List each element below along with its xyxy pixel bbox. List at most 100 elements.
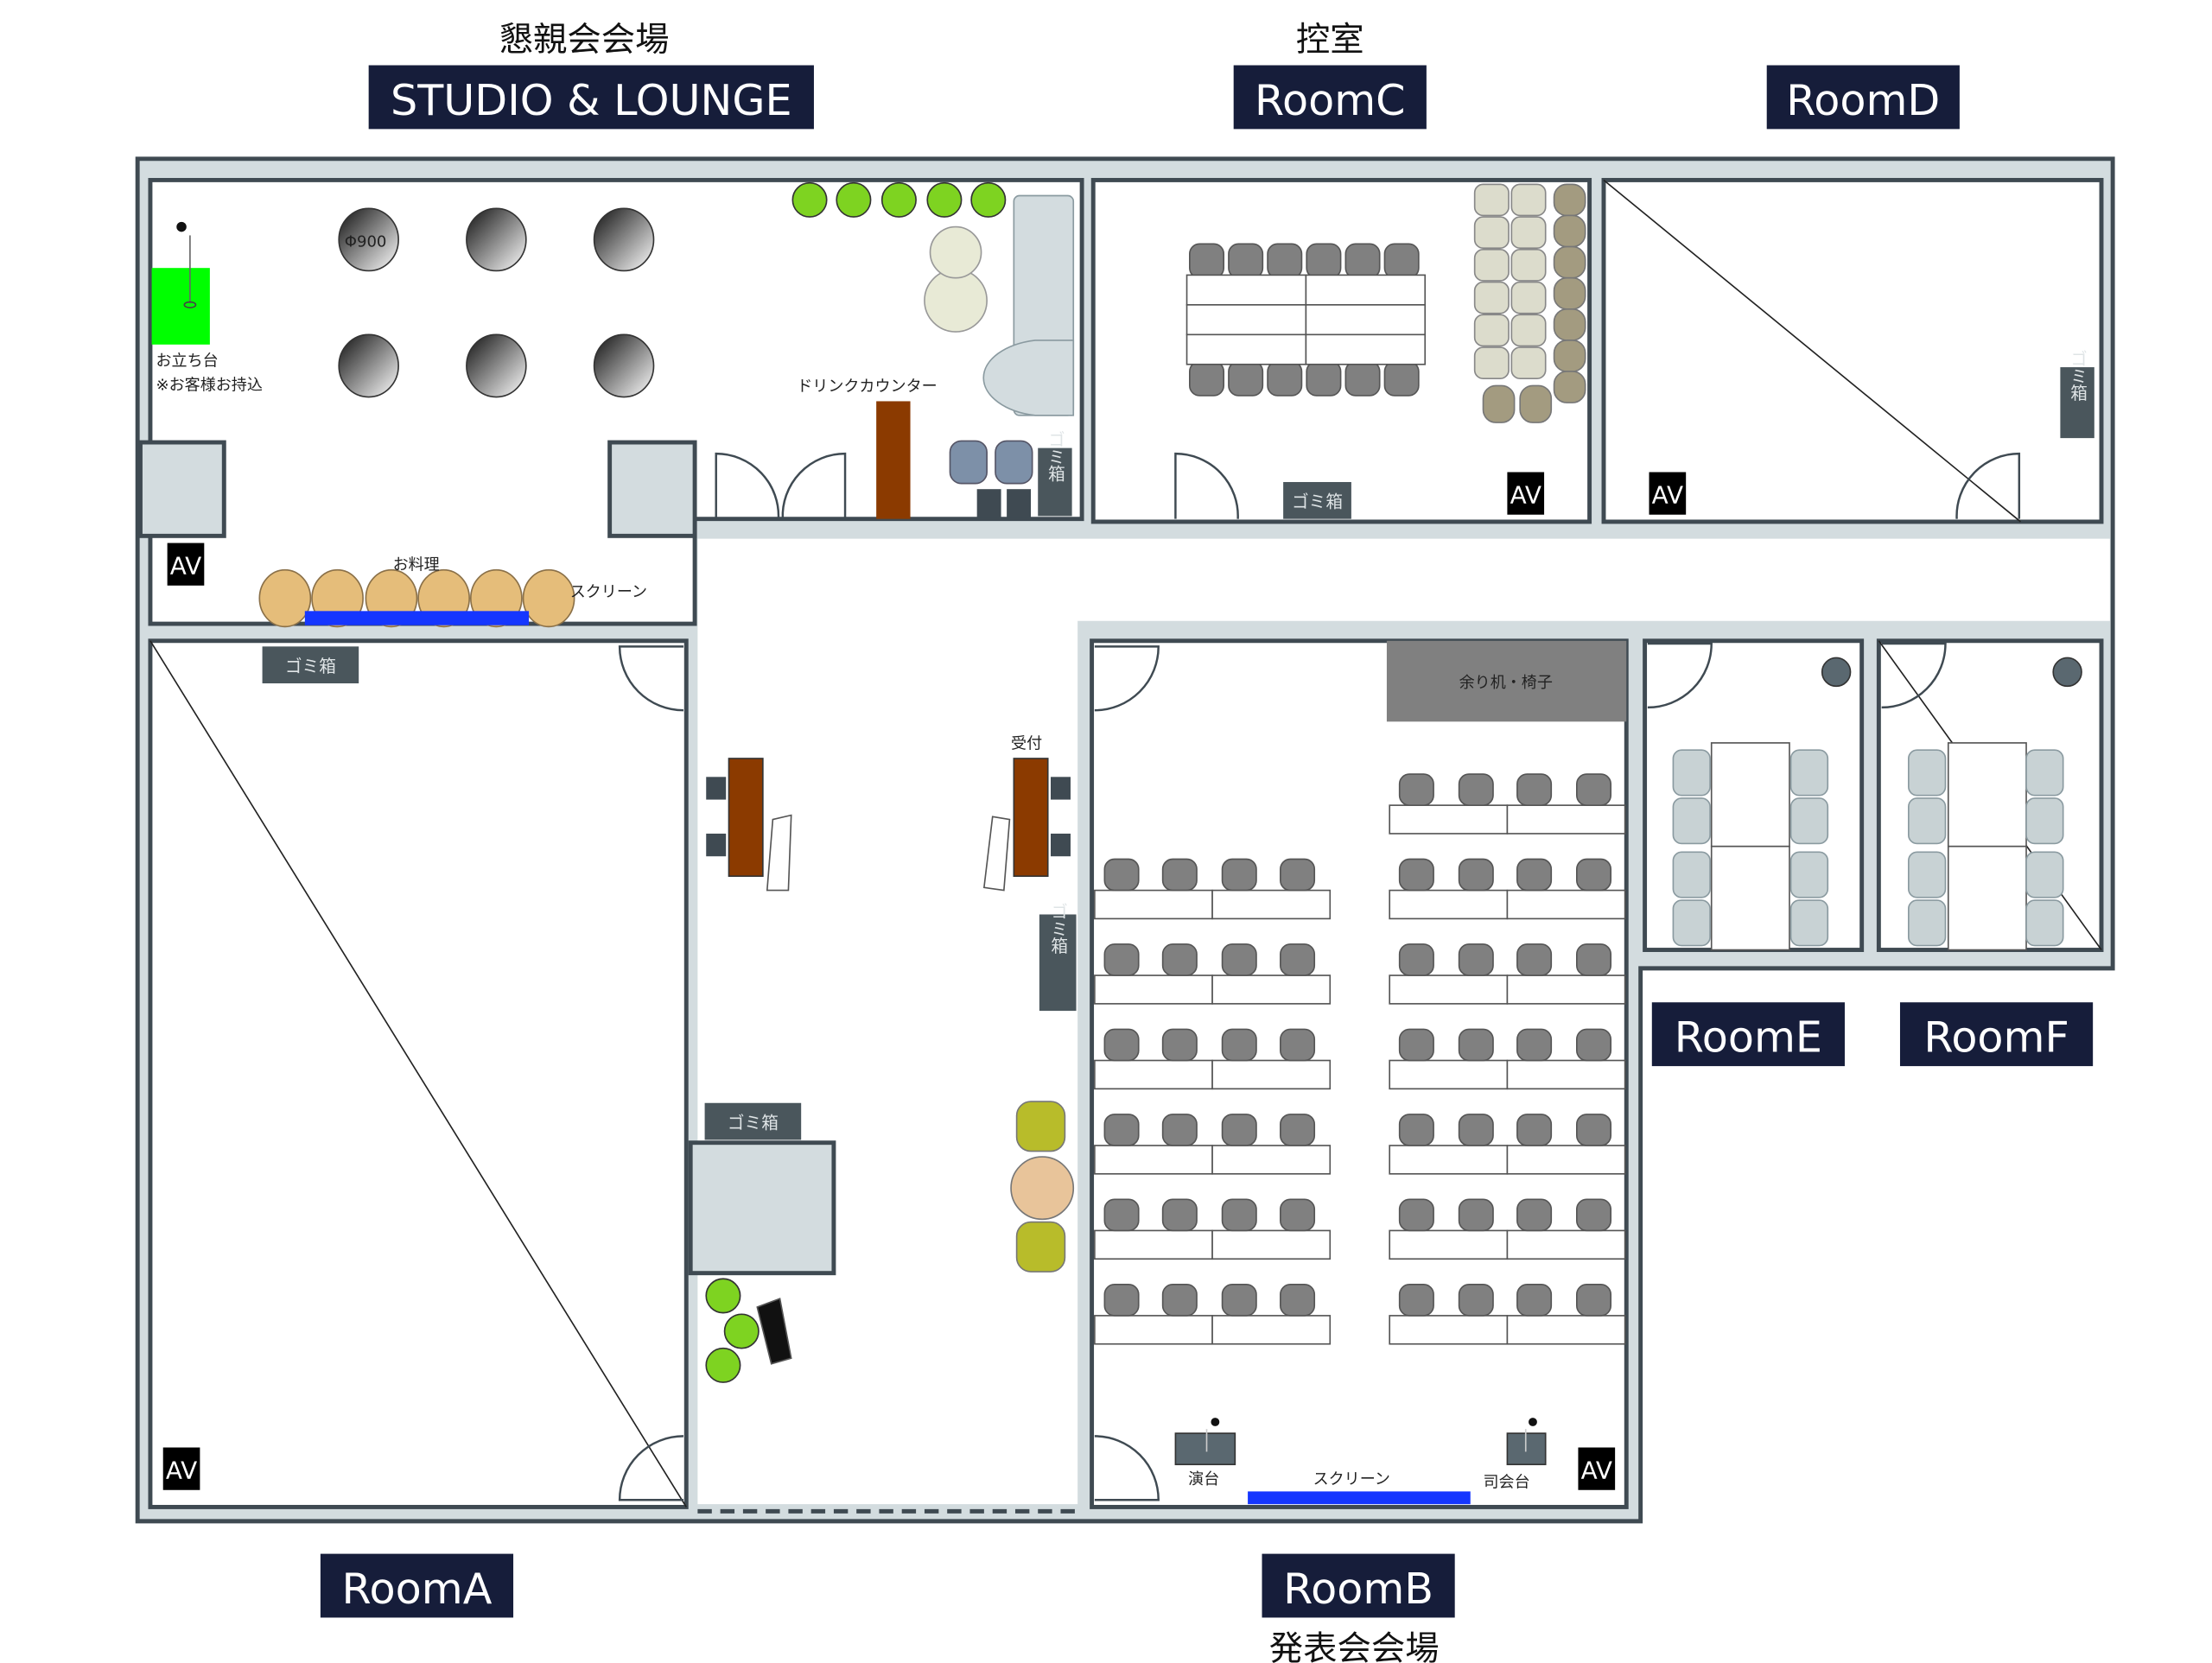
chair xyxy=(1398,858,1434,892)
chair xyxy=(1576,1198,1612,1232)
trash-label: ゴミ箱 xyxy=(2068,350,2088,401)
bin xyxy=(1007,489,1032,518)
doors xyxy=(618,452,2021,1501)
rooma-tag-label: RoomA xyxy=(342,1564,493,1614)
desk xyxy=(1389,804,1509,835)
chair xyxy=(1482,384,1516,423)
ottoman xyxy=(924,269,988,333)
trash-bin: ゴミ箱 xyxy=(1283,481,1351,519)
chair xyxy=(1015,1221,1066,1273)
roomb-tag: RoomB xyxy=(1262,1553,1455,1618)
roomb-jp-title: 発表会会場 xyxy=(1269,1629,1440,1663)
chair xyxy=(1516,1198,1553,1232)
chair xyxy=(1267,360,1303,397)
desk xyxy=(1389,1059,1509,1090)
sign-stand xyxy=(982,816,1011,892)
roomb-tag-label: RoomB xyxy=(1283,1564,1433,1614)
chair xyxy=(1221,1028,1257,1062)
chair xyxy=(1473,281,1510,314)
chair xyxy=(1576,858,1612,892)
chair xyxy=(1103,1198,1140,1232)
desk xyxy=(1211,1145,1332,1175)
chair xyxy=(1221,943,1257,976)
chair xyxy=(1553,183,1586,217)
bin xyxy=(976,489,1001,518)
chair xyxy=(1267,243,1303,279)
food-platter xyxy=(522,568,575,628)
desk xyxy=(1211,1315,1332,1345)
chair xyxy=(1103,943,1140,976)
chair xyxy=(1473,216,1510,250)
roome-tag: RoomE xyxy=(1651,1002,1845,1067)
chair xyxy=(1789,851,1829,898)
chair xyxy=(949,440,988,485)
desk xyxy=(1094,1315,1213,1345)
chair xyxy=(1398,1114,1434,1146)
pillar xyxy=(688,1140,836,1276)
av-box: AV xyxy=(1649,472,1687,515)
chair xyxy=(1458,1114,1494,1146)
desk xyxy=(1305,304,1427,336)
chair xyxy=(2025,797,2064,845)
mc-stand xyxy=(1506,1418,1547,1466)
roomc-jp-title: 控室 xyxy=(1296,20,1364,60)
chair xyxy=(1280,1283,1316,1317)
chair xyxy=(1228,243,1264,279)
chair xyxy=(1103,858,1140,892)
chair xyxy=(1161,943,1198,976)
chair xyxy=(1398,773,1434,806)
chair xyxy=(1280,943,1316,976)
chair xyxy=(1458,943,1494,976)
chair xyxy=(1473,249,1510,282)
plant-icon xyxy=(705,1347,741,1383)
food-label: お料理 xyxy=(393,556,440,574)
plant-icon xyxy=(705,1278,741,1314)
chair xyxy=(1789,749,1829,797)
ottoman xyxy=(929,225,982,279)
av-label: AV xyxy=(1581,1457,1612,1485)
sofa xyxy=(982,194,1075,416)
round-table xyxy=(338,207,399,272)
desk xyxy=(1947,845,2027,951)
plant-icon xyxy=(791,181,828,218)
desk xyxy=(1211,974,1332,1005)
chair xyxy=(1189,243,1225,279)
chair xyxy=(1516,943,1553,976)
desk xyxy=(1211,1059,1332,1090)
lounge-tag-label: STUDIO & LOUNGE xyxy=(391,75,792,125)
chair xyxy=(1519,384,1553,423)
av-box: AV xyxy=(1578,1447,1616,1490)
chair xyxy=(1516,1114,1553,1146)
food-platter xyxy=(258,568,312,628)
chair xyxy=(1789,797,1829,845)
chair xyxy=(1051,833,1071,857)
chair xyxy=(1516,1028,1553,1062)
chair xyxy=(1473,314,1510,347)
roomf-tag-label: RoomF xyxy=(1923,1012,2069,1063)
screen xyxy=(304,611,530,625)
round-table xyxy=(593,333,655,398)
chair xyxy=(706,833,727,857)
room-d xyxy=(1601,177,2104,524)
screen-label: スクリーン xyxy=(1313,1470,1390,1488)
roomc-tag: RoomC xyxy=(1233,65,1427,130)
av-box: AV xyxy=(1507,472,1545,515)
desk xyxy=(1710,845,1790,951)
desk xyxy=(1305,274,1427,306)
reception-table xyxy=(1013,758,1049,878)
lectern xyxy=(1174,1418,1236,1466)
chair xyxy=(1458,1283,1494,1317)
trash-label: ゴミ箱 xyxy=(285,657,336,676)
trash-label: ゴミ箱 xyxy=(728,1113,779,1133)
chair xyxy=(1051,777,1071,800)
chair xyxy=(1789,899,1829,947)
round-table xyxy=(593,207,655,272)
chair xyxy=(1221,1114,1257,1146)
desk xyxy=(1185,274,1307,306)
chair xyxy=(1221,1283,1257,1317)
desk xyxy=(1211,1229,1332,1260)
reception-label: 受付 xyxy=(1011,735,1042,753)
chair xyxy=(1672,851,1711,898)
chair xyxy=(1908,851,1947,898)
spare-furniture-area: 余り机・椅子 xyxy=(1386,640,1627,722)
